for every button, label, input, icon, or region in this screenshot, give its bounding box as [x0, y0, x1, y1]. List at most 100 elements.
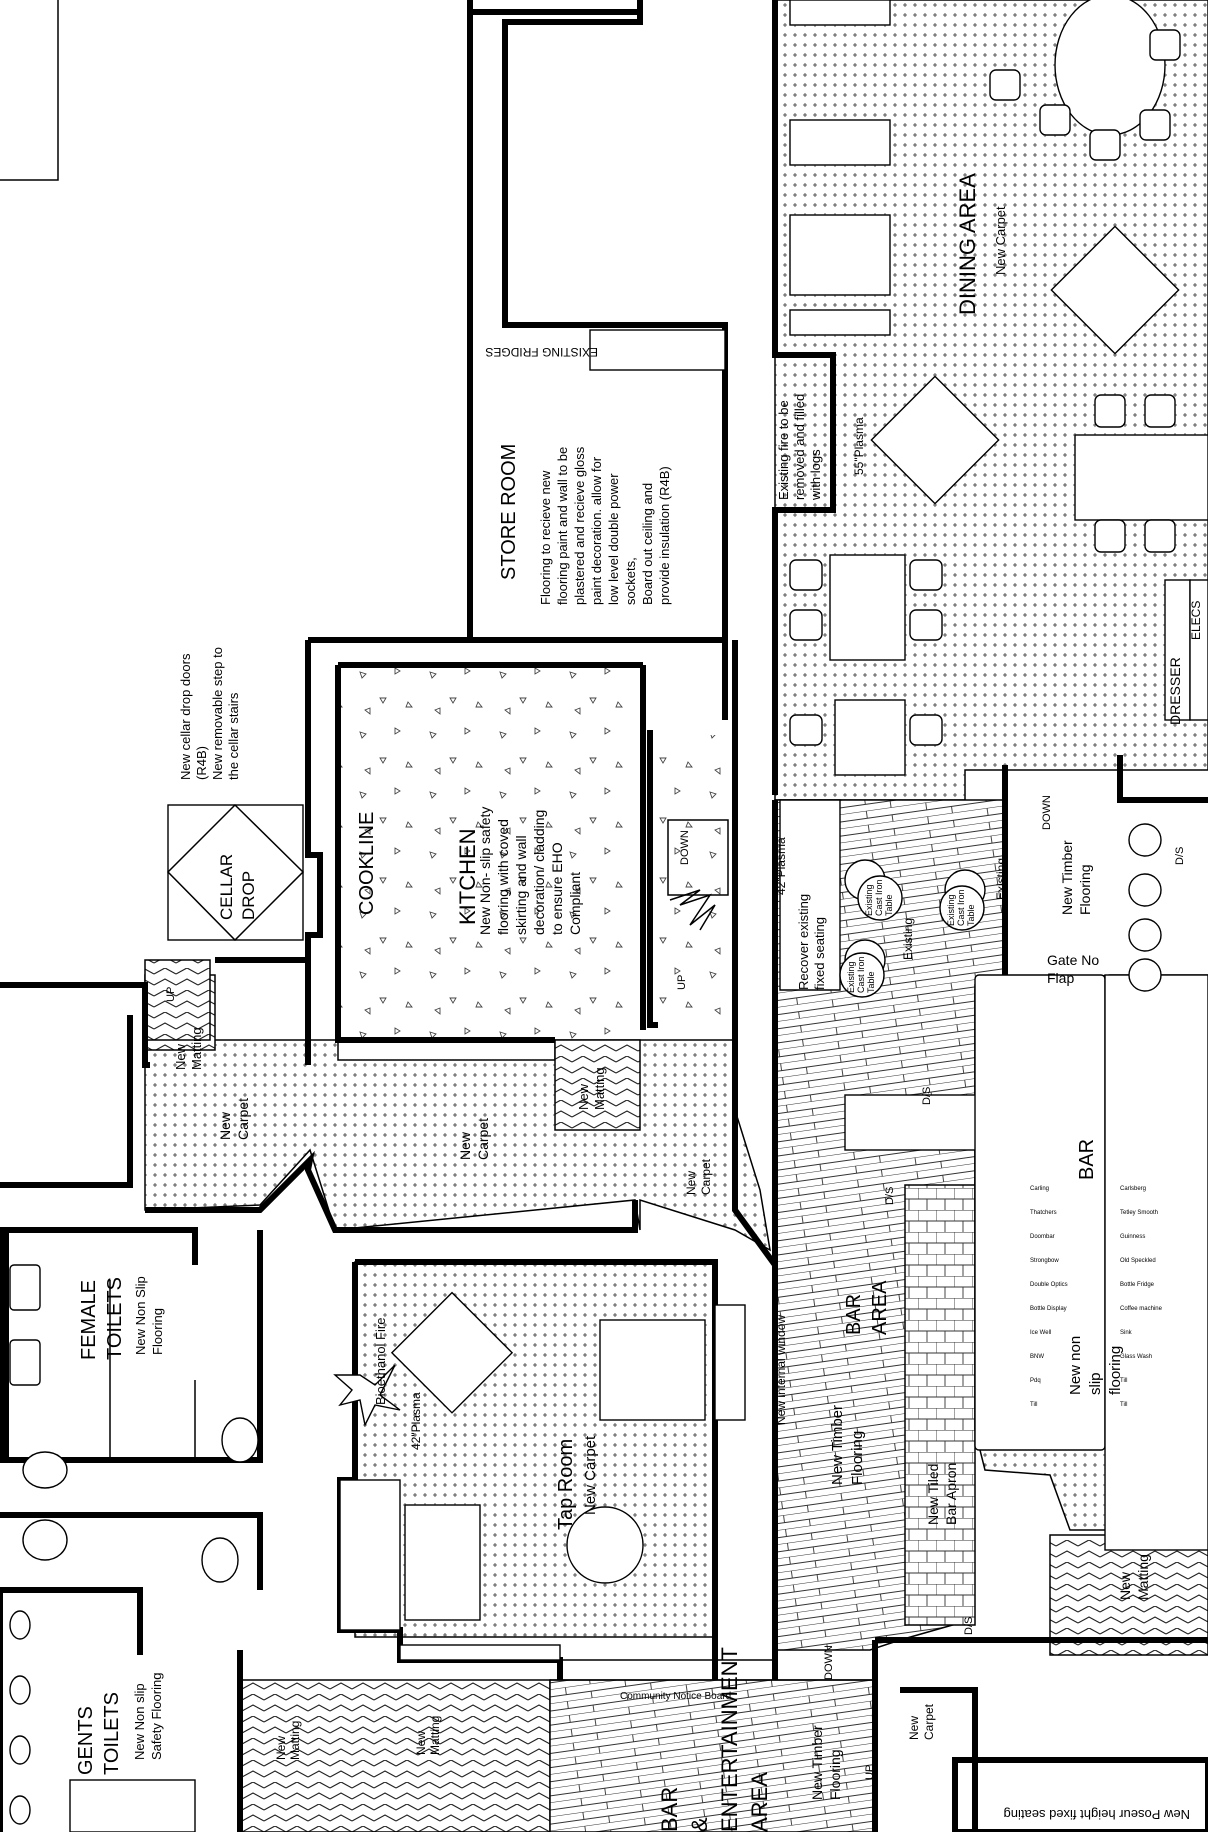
- cellar-note: New cellar drop doors(R4B)New removable …: [178, 647, 241, 780]
- cast-iron-table-2-line-0: Existing: [946, 894, 956, 926]
- store-notes-line-2: plastered and recieve gloss: [572, 446, 587, 605]
- tap-room-furniture: [339, 1291, 746, 1661]
- kitchen-stairs: [667, 819, 729, 896]
- carpet-a-line-1: Carpet: [235, 1098, 251, 1140]
- bar-fitting-6: Strongbow: [1030, 1258, 1059, 1264]
- matting-e-line-0: New: [414, 1731, 428, 1755]
- cast-iron-table-2-line-1: Cast Iron: [956, 889, 966, 926]
- internal-window-label: New internal window: [774, 1315, 788, 1425]
- cast-iron-table-1-line-2: Table: [866, 971, 876, 993]
- tiled-apron-line-0: New Tiled: [925, 1464, 941, 1525]
- gate-line-1: Flap: [1047, 970, 1074, 986]
- store-notes-line-1: flooring paint and wall to be: [555, 447, 570, 605]
- ds-label-3: D/S: [963, 1617, 975, 1635]
- bar-fitting-0: Carling: [1030, 1186, 1049, 1192]
- bar-fitting-7: Old Speckled: [1120, 1258, 1156, 1264]
- bioethanol-label: Bioethanol Fire: [373, 1318, 388, 1405]
- fire-note-line-0: Existing fire to be: [776, 400, 791, 500]
- carpet-a-line-0: New: [217, 1111, 233, 1140]
- bar-fitting-19: Till: [1120, 1402, 1127, 1408]
- store-notes-line-6: Board out ceiling and: [640, 483, 655, 605]
- bar-fitting-14: BNW: [1030, 1354, 1044, 1360]
- matting-d-line-1: Matting: [288, 1721, 302, 1760]
- matting-d-line-0: New: [274, 1736, 288, 1760]
- kitchen-store-floor: [658, 735, 728, 1025]
- elecs-label: ELECS: [1189, 601, 1203, 640]
- cast-iron-table-2-line-2: Table: [966, 904, 976, 926]
- matting-bar-entry: [1049, 1534, 1208, 1656]
- cellar-note-line-3: the cellar stairs: [226, 692, 241, 780]
- down-label-2: DOWN: [1041, 795, 1053, 830]
- cast-iron-table-0: [857, 875, 903, 921]
- recover-seating-line-0: Recover existing: [796, 894, 811, 990]
- cookline-label: COOKLINE: [356, 812, 378, 915]
- bar-fitting-1: Carlsberg: [1120, 1186, 1146, 1192]
- cast-iron-table-1-line-1: Cast Iron: [856, 956, 866, 993]
- tap-room-carpet-label: New Carpet: [582, 1435, 599, 1515]
- timber-3-line-1: Flooring: [827, 1749, 843, 1800]
- labels: DINING AREA New Carpet STORE ROOM Floori…: [75, 173, 1203, 1832]
- toilet-fixtures: [9, 1264, 259, 1832]
- kitchen-label: KITCHEN: [455, 828, 480, 925]
- bar-fitting-2: Thatchers: [1030, 1210, 1057, 1216]
- bar-area-line-0: BAR: [843, 1294, 865, 1335]
- existing-fridges-label: EXISTING FRIDGES: [485, 345, 598, 359]
- dining-area-label: DINING AREA: [955, 173, 980, 315]
- bar-fitting-15: Glass Wash: [1120, 1354, 1152, 1360]
- dining-carpet-label: New Carpet: [993, 206, 1008, 275]
- matting-a-line-0: New: [173, 1043, 188, 1070]
- matting-b-line-0: New: [576, 1083, 591, 1110]
- existing-label-0: Existing: [994, 858, 1008, 900]
- carpet-d-line-0: New: [907, 1716, 921, 1740]
- cast-iron-table-0-line-0: Existing: [864, 884, 874, 916]
- store-notes-line-0: Flooring to recieve new: [538, 470, 553, 605]
- female-line-0: FEMALE: [78, 1280, 100, 1360]
- cellar-drop-hatch: [166, 803, 305, 942]
- non-slip-line-2: flooring: [1107, 1346, 1124, 1395]
- ds-label-1: D/S: [921, 1087, 933, 1105]
- bar-fitting-3: Tetley Smooth: [1120, 1210, 1158, 1216]
- timber-2-line-1: Flooring: [849, 1431, 866, 1485]
- store-notes-line-7: provide insulation (R4B): [657, 466, 672, 605]
- female-floor-line-1: Flooring: [150, 1308, 165, 1355]
- plasma-42-label-2: 42"Plasma: [409, 1392, 423, 1450]
- recover-seating-line-1: fixed seating: [812, 917, 827, 990]
- community-board-label: Community Notice Board: [620, 1691, 731, 1702]
- gents-line-0: GENTS: [75, 1706, 97, 1775]
- carpet-d-line-1: Carpet: [922, 1703, 936, 1740]
- store-notes-line-4: low level double power: [606, 473, 621, 605]
- matting-a-line-1: Matting: [189, 1027, 204, 1070]
- kitchen-notes-line-0: New Non- slip safety: [477, 807, 493, 935]
- plasma-42-label-1: 42"Plasma: [774, 837, 788, 895]
- existing-label-1: Existing: [901, 918, 915, 960]
- female-floor-line-0: New Non Slip: [133, 1276, 148, 1355]
- tap-room-label: Tap Room: [555, 1439, 577, 1530]
- cast-iron-table-1: [839, 952, 885, 998]
- matting-kitchen: [554, 1039, 641, 1131]
- carpet-b-line-0: New: [457, 1131, 473, 1160]
- matting-c-line-1: Matting: [1135, 1554, 1151, 1600]
- up-label-1: UP: [676, 975, 688, 990]
- non-slip-line-1: slip: [1087, 1372, 1104, 1395]
- plasma-55-label: 55"Plasma: [852, 417, 866, 475]
- bar-area-line-1: AREA: [869, 1280, 891, 1335]
- cellar-drop-line-0: CELLAR: [217, 854, 236, 920]
- bar-fitting-9: Bottle Fridge: [1120, 1282, 1155, 1288]
- matting-b-line-1: Matting: [592, 1067, 607, 1110]
- kitchen-floor: [338, 665, 638, 1040]
- bar-apron-tiles: [904, 1184, 976, 1626]
